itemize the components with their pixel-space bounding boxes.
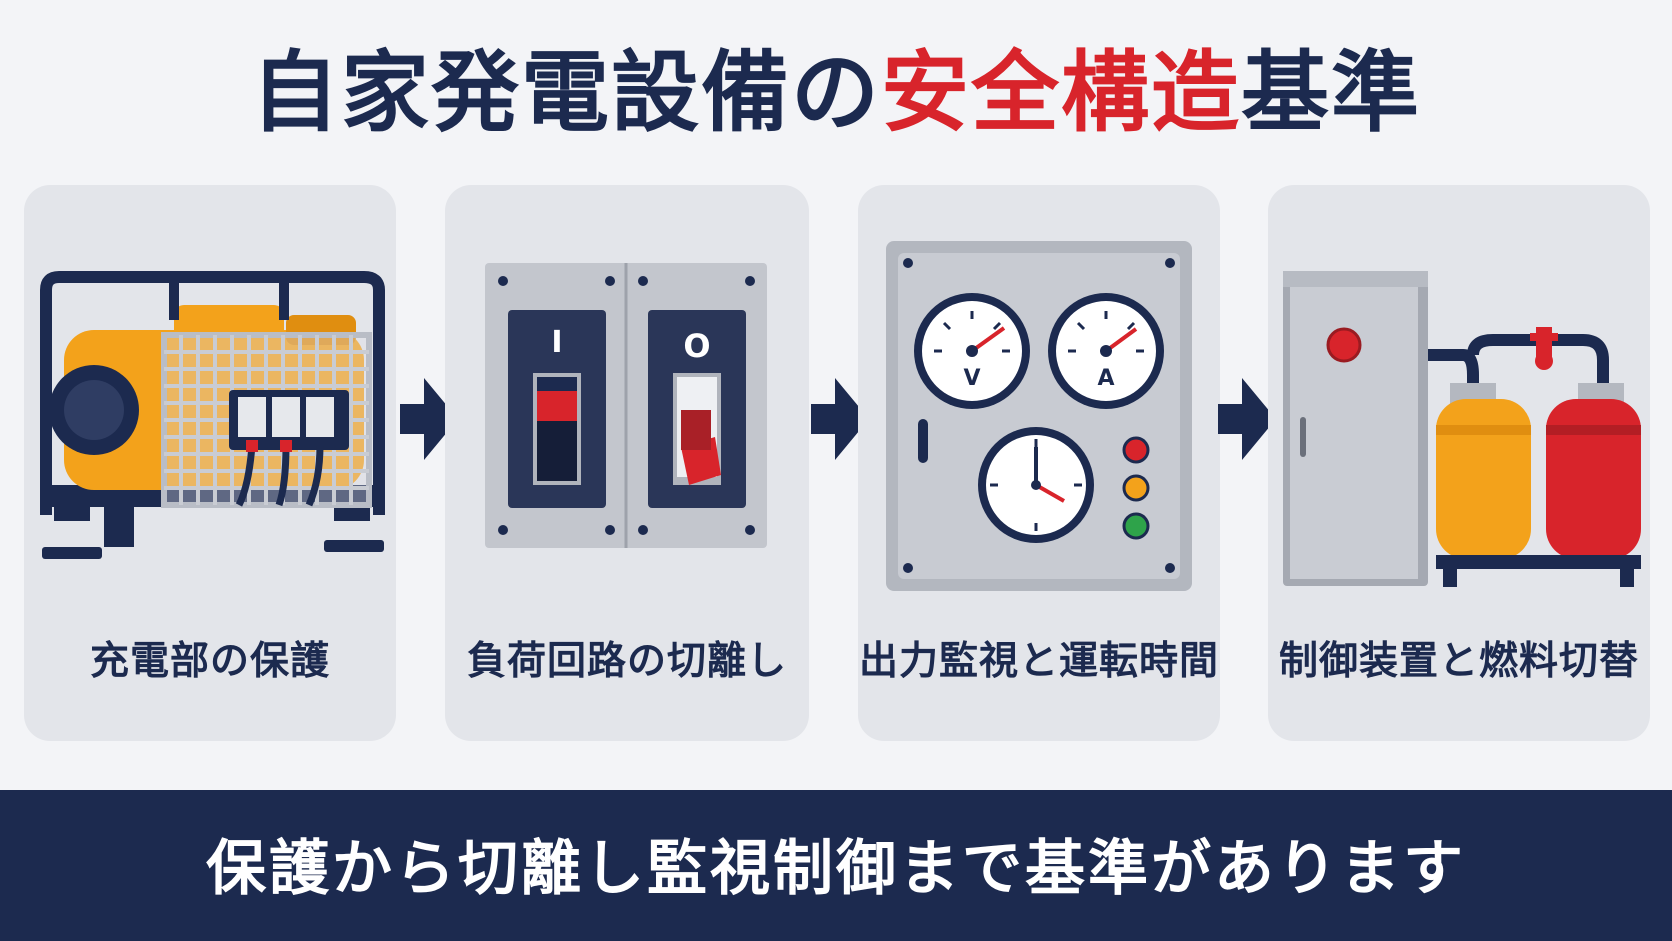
title-prefix: 自家発電設備の [250, 41, 881, 144]
title-suffix: 基準 [1241, 41, 1422, 144]
step-card-control-fuel: 制御装置と燃料切替 [1268, 185, 1650, 741]
step-label: 負荷回路の切離し [466, 639, 787, 684]
voltage-unit-label: V [963, 366, 980, 391]
arrow-right-icon [400, 378, 458, 460]
banner-text: 保護から切離し監視制御まで基準があります [206, 834, 1466, 904]
step-card-disconnect: I O 負荷回路の切離し [445, 185, 809, 741]
step-card-monitoring: V A 出力監視と運転時間 [858, 185, 1220, 741]
step-label: 制御装置と燃料切替 [1278, 639, 1639, 684]
summary-banner: 保護から切離し監視制御まで基準があります [0, 790, 1672, 941]
title-highlight: 安全構造 [880, 41, 1241, 144]
step-label: 出力監視と運転時間 [858, 639, 1219, 684]
breaker-on-mark: I [551, 325, 562, 360]
arrow-right-icon [1218, 378, 1276, 460]
page-title: 自家発電設備の安全構造基準 [0, 38, 1672, 148]
step-label: 充電部の保護 [89, 639, 330, 684]
current-unit-label: A [1097, 366, 1114, 391]
step-card-protection: 充電部の保護 [24, 185, 396, 741]
breaker-off-mark: O [683, 327, 710, 365]
breaker-switch-icon: I O [485, 263, 767, 548]
generator-with-guard-icon [40, 271, 385, 559]
arrow-right-icon [811, 378, 869, 460]
control-cabinet-fuel-tanks-icon [1283, 271, 1641, 587]
monitoring-panel-icon: V A [886, 241, 1192, 591]
